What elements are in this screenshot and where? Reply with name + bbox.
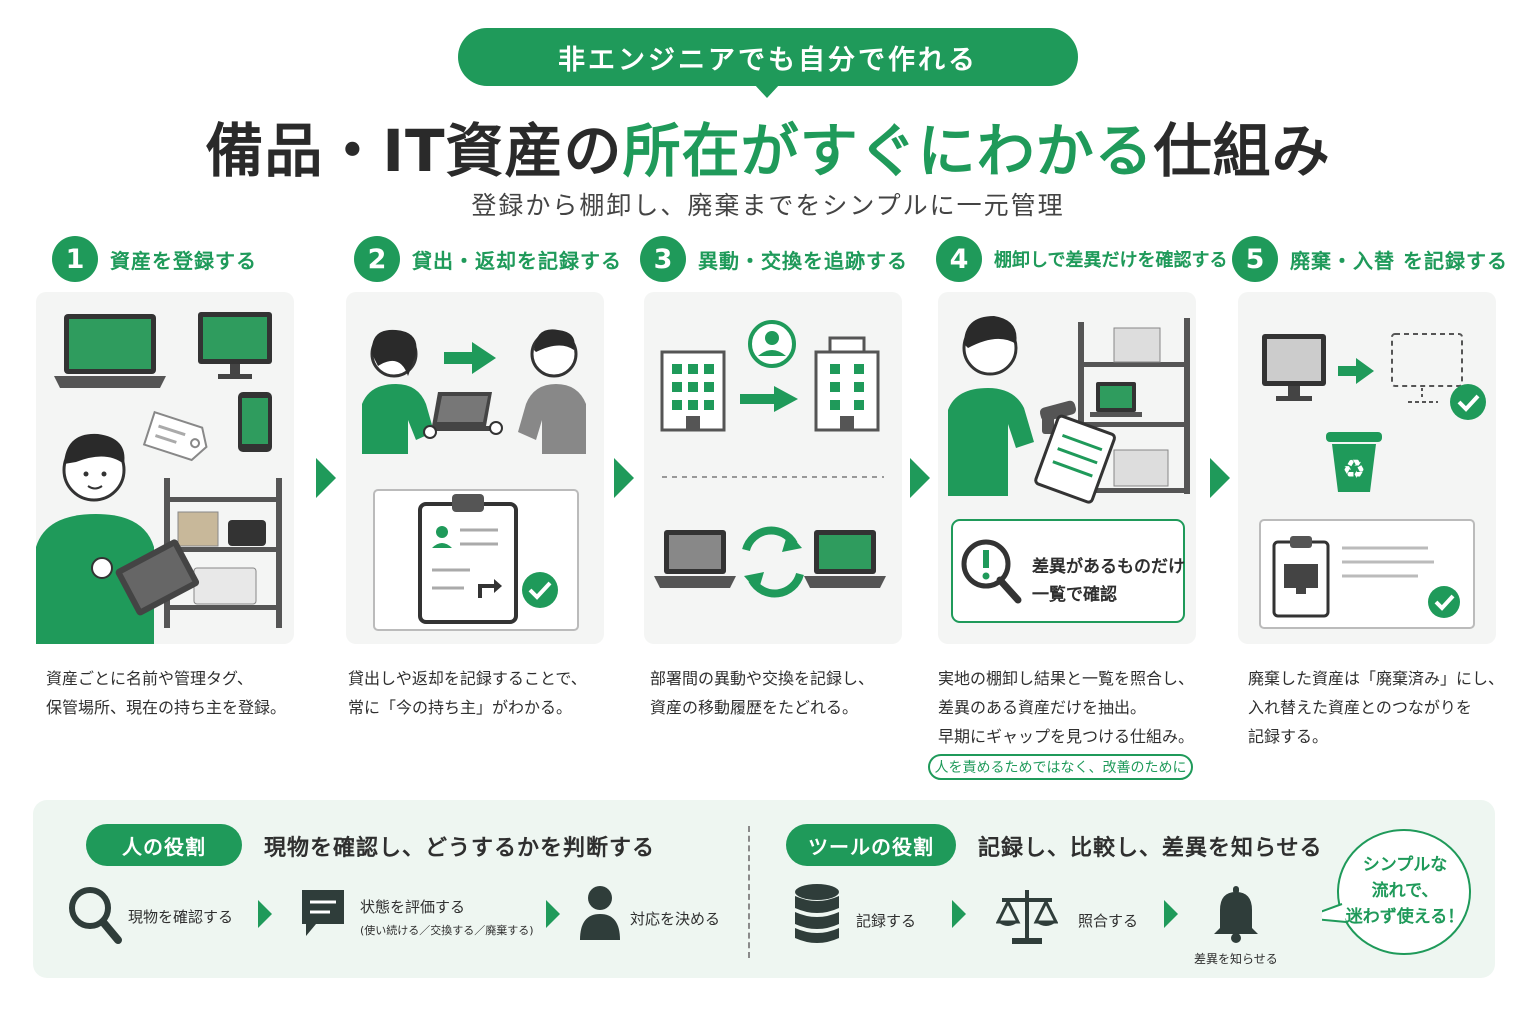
title-highlight: 所在がすぐにわかる [622, 117, 1154, 185]
step-2-title: 貸出・返却を記録する [412, 248, 622, 273]
step-4-head: 4 棚卸しで差異だけを確認する [936, 236, 1227, 282]
database-icon [795, 884, 839, 943]
tool-item-1-label: 記録する [856, 912, 917, 930]
person-icon [580, 886, 620, 940]
title-post: 仕組み [1153, 117, 1331, 185]
step-2-number: 2 [354, 236, 400, 282]
tool-role-pill: ツールの役割 [786, 824, 956, 866]
step-4-description: 実地の棚卸し結果と一覧を照合し、差異のある資産だけを抽出。早期にギャップを見つけ… [938, 669, 1195, 746]
speech-bubble [1322, 829, 1471, 955]
step-5-number: 5 [1232, 236, 1278, 282]
human-item-1-label: 現物を確認する [128, 908, 234, 926]
human-role-text: 現物を確認し、どうするかを判断する [264, 836, 656, 861]
bell-icon [1214, 886, 1258, 943]
step-4-illustration [938, 292, 1196, 644]
step-1-head: 1 資産を登録する [52, 236, 257, 282]
step-1-title: 資産を登録する [110, 248, 257, 273]
roles-section [33, 800, 1495, 978]
step-2-description: 貸出しや返却を記録することで、常に「今の持ち主」がわかる。 [348, 669, 587, 717]
page-subtitle: 登録から棚卸し、廃棄までをシンプルに一元管理 [471, 191, 1065, 220]
step-1-illustration [36, 292, 294, 644]
step-2-head: 2 貸出・返却を記録する [354, 236, 622, 282]
chat-icon [302, 890, 344, 936]
header-badge-tail [754, 84, 780, 98]
header-badge: 非エンジニアでも自分で作れる [458, 28, 1078, 86]
tool-item-2-label: 照合する [1078, 912, 1139, 930]
step-arrow-3 [910, 458, 930, 498]
step-arrow-4 [1210, 458, 1230, 498]
tool-chevron-1 [952, 900, 966, 928]
human-chevron-2 [546, 900, 560, 928]
step-4-callout-line2: 一覧で確認 [1032, 585, 1117, 605]
step-3-title: 異動・交換を追跡する [698, 248, 908, 273]
human-item-2-label: 状態を評価する [360, 898, 466, 916]
step-3-description: 部署間の異動や交換を記録し、資産の移動履歴をたどれる。 [650, 669, 875, 717]
human-item-3-label: 対応を決める [630, 910, 721, 928]
step-4-callout-line1: 差異があるものだけ [1032, 557, 1185, 577]
step-1-number: 1 [52, 236, 98, 282]
step-5-illustration: ♻ [1238, 292, 1496, 644]
step-5-head: 5 廃棄・入替 を記録する [1232, 236, 1508, 282]
roles-divider [748, 826, 750, 958]
step-2-illustration [346, 292, 604, 644]
human-chevron-1 [258, 900, 272, 928]
scale-icon [996, 890, 1058, 944]
step-4-title: 棚卸しで差異だけを確認する [994, 250, 1228, 271]
human-item-2-sub: (使い続ける／交換する／廃棄する) [360, 924, 534, 937]
step-4-number: 4 [936, 236, 982, 282]
human-role-pill: 人の役割 [86, 824, 242, 866]
step-3-number: 3 [640, 236, 686, 282]
tool-chevron-2 [1164, 900, 1178, 928]
step-4-note: 人を責めるためではなく、改善のために [928, 754, 1193, 780]
page-title: 備品・IT資産の所在がすぐにわかる仕組み [0, 104, 1536, 188]
step-1-description: 資産ごとに名前や管理タグ、保管場所、現在の持ち主を登録。 [46, 669, 287, 717]
step-3-head: 3 異動・交換を追跡する [640, 236, 908, 282]
svg-text:♻: ♻ [1342, 455, 1365, 485]
title-pre: 備品・IT資産の [205, 117, 623, 185]
speech-bubble-text: シンプルな 流れで、 迷わず使える！ [1345, 855, 1465, 927]
step-5-title: 廃棄・入替 を記録する [1290, 248, 1508, 273]
step-arrow-1 [316, 458, 336, 498]
step-3-illustration [644, 292, 902, 644]
step-5-description: 廃棄した資産は「廃棄済み」にし、入れ替えた資産とのつながりを記録する。 [1248, 669, 1505, 746]
tool-item-3-label: 差異を知らせる [1194, 952, 1278, 966]
step-arrow-2 [614, 458, 634, 498]
search-icon [69, 887, 122, 944]
tool-role-text: 記録し、比較し、差異を知らせる [978, 836, 1323, 861]
